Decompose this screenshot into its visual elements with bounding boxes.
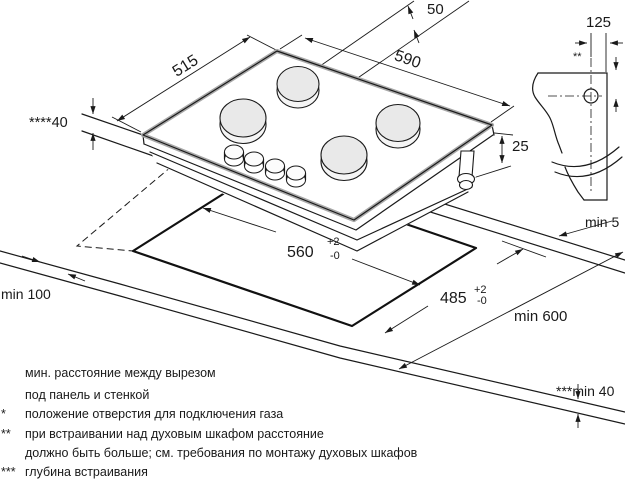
footnote-text: при встраивании над духовым шкафом расст…: [25, 427, 324, 441]
label-560: 560: [287, 244, 314, 261]
dim-min5-leader: [558, 220, 613, 237]
control-knobs: [223, 144, 307, 188]
dim-515: [111, 34, 279, 133]
dim-590: [279, 34, 515, 123]
footnote-text: должно быть больше; см. требования по мо…: [25, 446, 418, 460]
label-485-tol-plus: +2: [474, 284, 487, 296]
label-min600: min 600: [514, 308, 567, 325]
footnote-marker: ***: [1, 465, 16, 479]
footnote-text: мин. расстояние между вырезом: [25, 366, 216, 380]
label-560-tol-minus: -0: [330, 250, 340, 262]
side-detail-view: [532, 33, 623, 201]
burner-front: [320, 135, 368, 182]
label-515: 515: [170, 52, 202, 81]
footnotes: мин. расстояние между вырезом под панель…: [1, 366, 418, 479]
label-485-tol-minus: -0: [477, 295, 487, 307]
label-50: 50: [427, 1, 444, 18]
dim-min100: [21, 255, 86, 282]
footnote-text: под панель и стенкой: [25, 388, 149, 402]
label-min40: ***min 40: [556, 383, 615, 399]
label-560-tol-plus: +2: [327, 236, 340, 248]
dimension-lines: [21, 0, 624, 428]
label-40-overhang: ****40: [29, 115, 68, 131]
hidden-outline-dashed: [75, 165, 173, 252]
footnote-marker: **: [1, 427, 11, 441]
footnote-text: глубина встраивания: [25, 465, 148, 479]
dim-min600: [398, 251, 624, 370]
hob: [140, 48, 495, 253]
label-125: 125: [586, 14, 611, 31]
burner-left: [219, 98, 267, 145]
label-25: 25: [512, 138, 529, 155]
label-hole-marker: **: [573, 51, 582, 63]
worktop-cutout-outline: [131, 188, 478, 328]
footnote-marker: *: [1, 407, 6, 421]
burner-right: [375, 103, 421, 149]
label-485: 485: [440, 290, 467, 307]
burner-rear: [276, 65, 320, 109]
footnote-text: положение отверстия для подключения газа: [25, 407, 283, 421]
label-min5: min 5: [585, 214, 619, 230]
label-min100: min 100: [1, 286, 51, 302]
gas-pipe: [456, 150, 476, 191]
